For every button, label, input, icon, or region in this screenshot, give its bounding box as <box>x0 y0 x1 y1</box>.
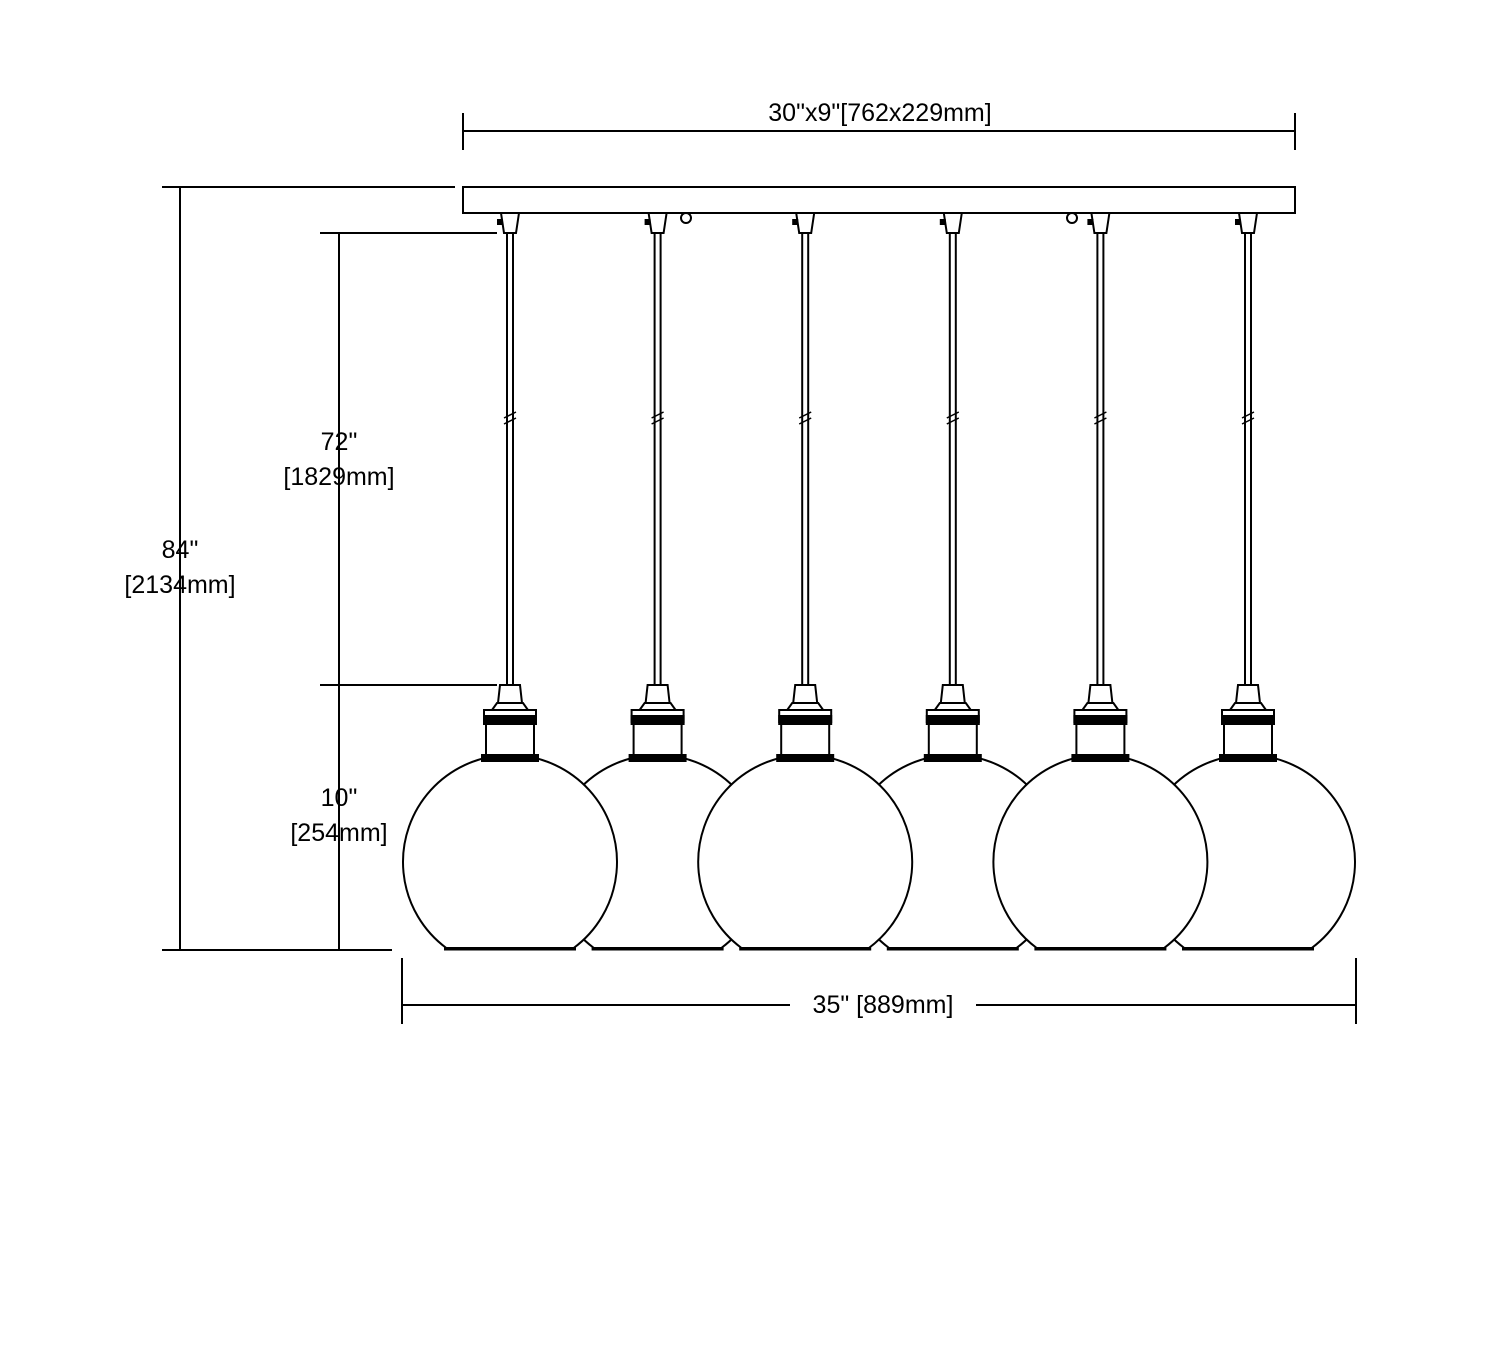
hanger-clip <box>792 219 799 225</box>
cord-break <box>798 411 812 425</box>
hanger <box>1237 212 1259 234</box>
cord-break <box>503 411 517 425</box>
fitter <box>632 723 683 756</box>
socket-cap <box>939 684 966 704</box>
socket-cap <box>1087 684 1114 704</box>
dimension-lines <box>162 113 1357 1024</box>
hanger <box>795 212 816 234</box>
shade-height-in-label: 10" <box>320 784 358 812</box>
pendant-1 <box>402 212 618 951</box>
canopy-dimension-label: 30"x9"[762x229mm] <box>700 96 1060 130</box>
fitter <box>1223 723 1273 756</box>
socket-cap <box>496 684 524 704</box>
pendant-5 <box>992 212 1209 951</box>
hanger-clip <box>939 219 946 225</box>
canopy-screw <box>1066 212 1078 224</box>
canopy-screw <box>680 212 692 224</box>
cord-break <box>1241 411 1255 425</box>
socket-cap <box>1234 684 1262 704</box>
socket-cap <box>792 684 819 704</box>
shade-height-mm-label: [254mm] <box>290 819 388 847</box>
fitter <box>780 723 831 756</box>
hanger <box>942 212 963 234</box>
fitter <box>927 723 978 756</box>
fitter <box>485 723 535 756</box>
overall-height-in-label: 84" <box>161 536 199 564</box>
cord-break <box>1094 411 1107 425</box>
socket-cap <box>644 684 671 704</box>
pendant-3 <box>697 212 914 951</box>
cord-length-in-label: 72" <box>320 428 358 456</box>
hanger-clip <box>1235 219 1241 225</box>
hanger <box>1090 212 1111 234</box>
cord-break <box>946 411 960 425</box>
canopy <box>462 186 1296 214</box>
overall-height-mm-label: [2134mm] <box>124 571 236 599</box>
hanger <box>647 212 668 234</box>
overall-width-label: 35" [889mm] <box>790 988 976 1022</box>
fitter <box>1075 723 1126 756</box>
cord-break <box>651 411 664 425</box>
cord-length-mm-label: [1829mm] <box>283 463 395 491</box>
hanger-clip <box>1087 219 1094 225</box>
hanger-clip <box>644 219 651 225</box>
hanger <box>499 212 521 234</box>
hanger-clip <box>497 219 503 225</box>
